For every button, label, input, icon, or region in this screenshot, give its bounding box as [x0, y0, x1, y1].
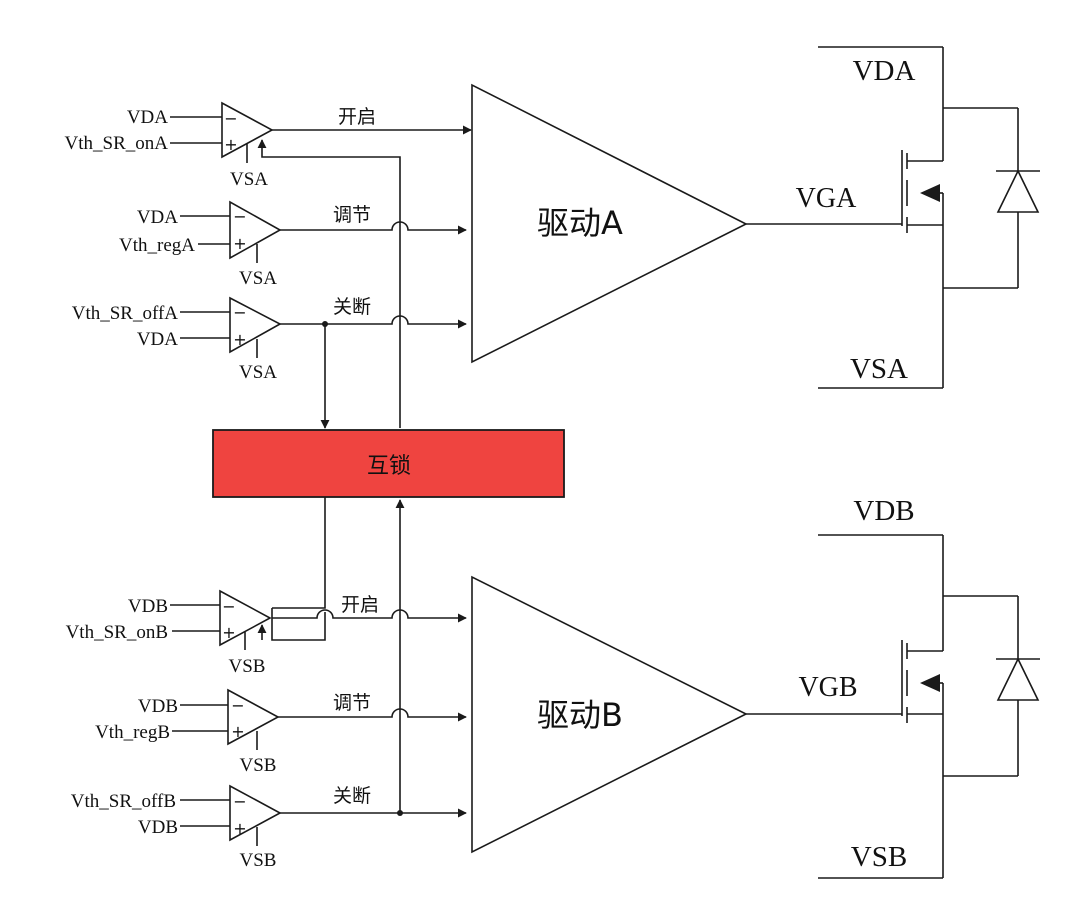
comparator-on-b: − + VDB Vth_SR_onB VSB [66, 589, 272, 677]
driver-b-section: − + VDB Vth_SR_onB VSB 开启 − + VDB Vth_re… [66, 495, 1040, 879]
signal-on-b-label: 开启 [341, 594, 379, 616]
plus-sign: + [233, 234, 246, 253]
interlock-box [212, 429, 565, 498]
signal-reg-a-wire [280, 221, 467, 235]
comparator-off-a: − + Vth_SR_offA VDA VSA [72, 296, 282, 383]
comparator-off-a-supply-label: VSA [239, 362, 277, 383]
comparator-reg-a-plus-label: Vth_regA [119, 235, 195, 256]
junction-dot [397, 810, 403, 816]
comparator-on-b-plus-label: Vth_SR_onB [66, 622, 168, 643]
signal-reg-b-label: 调节 [333, 692, 371, 714]
comparator-reg-a-minus-label: VDA [137, 207, 178, 228]
signal-reg-b-wire [278, 708, 467, 722]
comparator-reg-b-minus-label: VDB [138, 696, 178, 717]
driver-a-label: 驱动A [537, 204, 623, 242]
comparator-reg-b-triangle [227, 688, 280, 746]
rail-vsa-label: VSA [850, 353, 908, 385]
comparator-off-a-plus-label: VDA [137, 329, 178, 350]
comparator-on-a: − + VDA Vth_SR_onA VSA [65, 101, 274, 190]
interlock-to-on-b-feedback [271, 608, 326, 641]
comparator-on-a-supply-label: VSA [230, 169, 268, 190]
minus-sign: − [233, 792, 246, 811]
comparator-on-a-minus-label: VDA [127, 107, 168, 128]
rail-vda-label: VDA [853, 55, 916, 87]
comparator-off-b-triangle [229, 784, 282, 842]
driver-b-buffer [471, 575, 748, 854]
rail-vsb-label: VSB [851, 841, 907, 873]
comparator-on-b-triangle [219, 589, 272, 647]
mosfet-a-arrow [920, 184, 940, 202]
mosfet-a [901, 47, 944, 388]
gate-a-label: VGA [796, 183, 857, 214]
gate-b-label: VGB [798, 672, 857, 703]
signal-off-b-label: 关断 [333, 785, 371, 807]
plus-sign: + [231, 722, 244, 741]
comparator-off-b-supply-label: VSB [240, 850, 277, 871]
diode-b [943, 595, 1040, 777]
signal-off-a-label: 关断 [333, 296, 371, 318]
diode-b-symbol [996, 657, 1040, 701]
diode-a-symbol [996, 169, 1040, 213]
comparator-reg-a-triangle [229, 200, 282, 260]
plus-sign: + [222, 623, 235, 642]
signal-off-a-wire [280, 315, 467, 329]
comparator-on-b-minus-label: VDB [128, 596, 168, 617]
signal-on-a-label: 开启 [338, 106, 376, 128]
comparator-on-a-triangle [221, 101, 274, 159]
minus-sign: − [233, 207, 246, 226]
signal-reg-a-label: 调节 [333, 204, 371, 226]
driver-a-buffer [471, 83, 748, 364]
minus-sign: − [233, 303, 246, 322]
mosfet-b [901, 535, 944, 878]
minus-sign: − [231, 696, 244, 715]
comparator-off-a-minus-label: Vth_SR_offA [72, 303, 179, 324]
comparator-reg-b-supply-label: VSB [240, 755, 277, 776]
rail-vdb-label: VDB [853, 495, 914, 527]
comparator-reg-a-supply-label: VSA [239, 268, 277, 289]
comparator-off-b-plus-label: VDB [138, 817, 178, 838]
comparator-on-a-plus-label: Vth_SR_onA [65, 133, 169, 154]
diode-a [943, 107, 1040, 289]
minus-sign: − [224, 109, 237, 128]
interlock-to-on-a-feedback [257, 139, 401, 428]
driver-b-label: 驱动B [537, 696, 623, 734]
comparator-off-b: − + Vth_SR_offB VDB VSB [71, 784, 282, 871]
comparator-reg-b: − + VDB Vth_regB VSB [95, 688, 280, 776]
comparator-reg-b-plus-label: Vth_regB [95, 722, 170, 743]
interlock-to-on-b-wire [272, 497, 326, 609]
comparator-off-a-triangle [229, 296, 282, 354]
mosfet-b-arrow [920, 674, 940, 692]
plus-sign: + [233, 330, 246, 349]
comparator-on-b-supply-label: VSB [229, 656, 266, 677]
driver-a-section: − + VDA Vth_SR_onA VSA 开启 − + VDA Vth_re… [65, 46, 1040, 429]
plus-sign: + [224, 135, 237, 154]
plus-sign: + [233, 819, 246, 838]
minus-sign: − [222, 597, 235, 616]
interlock-label: 互锁 [367, 454, 411, 479]
comparator-off-b-minus-label: Vth_SR_offB [71, 791, 176, 812]
signal-on-b-wire [272, 609, 467, 623]
interlock-block: 互锁 [212, 429, 565, 498]
comparator-reg-a: − + VDA Vth_regA VSA [119, 200, 282, 289]
